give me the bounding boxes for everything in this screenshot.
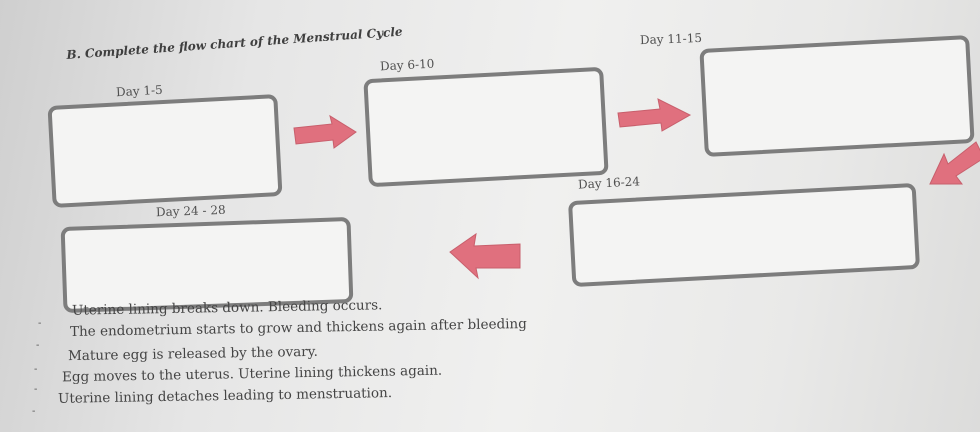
choice-item: The endometrium starts to grow and thick… <box>69 316 527 340</box>
bullet: - <box>36 340 40 351</box>
stage-label-day-24-28: Day 24 - 28 <box>155 202 226 220</box>
arrow-down-left-icon <box>929 141 980 185</box>
choice-item: Mature egg is released by the ovary. <box>67 343 318 365</box>
choice-item: Egg moves to the uterus. Uterine lining … <box>61 362 443 386</box>
arrow-left-icon <box>449 232 521 280</box>
stage-label-day-1-5: Day 1-5 <box>115 82 164 100</box>
stage-label-day-16-24: Day 16-24 <box>577 174 641 192</box>
worksheet-title: B. Complete the flow chart of the Menstr… <box>66 24 403 62</box>
answer-box-day-6-10[interactable] <box>363 66 609 188</box>
answer-box-day-16-24[interactable] <box>567 182 921 288</box>
bullet: - <box>34 364 38 375</box>
bullet: - <box>38 318 42 329</box>
arrow-right-icon <box>617 98 692 132</box>
arrow-right-icon <box>293 114 357 149</box>
bullet: - <box>34 384 38 395</box>
answer-box-day-1-5[interactable] <box>47 94 283 208</box>
bullet: - <box>32 406 36 417</box>
stage-label-day-6-10: Day 6-10 <box>379 56 435 74</box>
stage-label-day-11-15: Day 11-15 <box>639 30 703 48</box>
choice-item: Uterine lining detaches leading to menst… <box>57 385 393 407</box>
